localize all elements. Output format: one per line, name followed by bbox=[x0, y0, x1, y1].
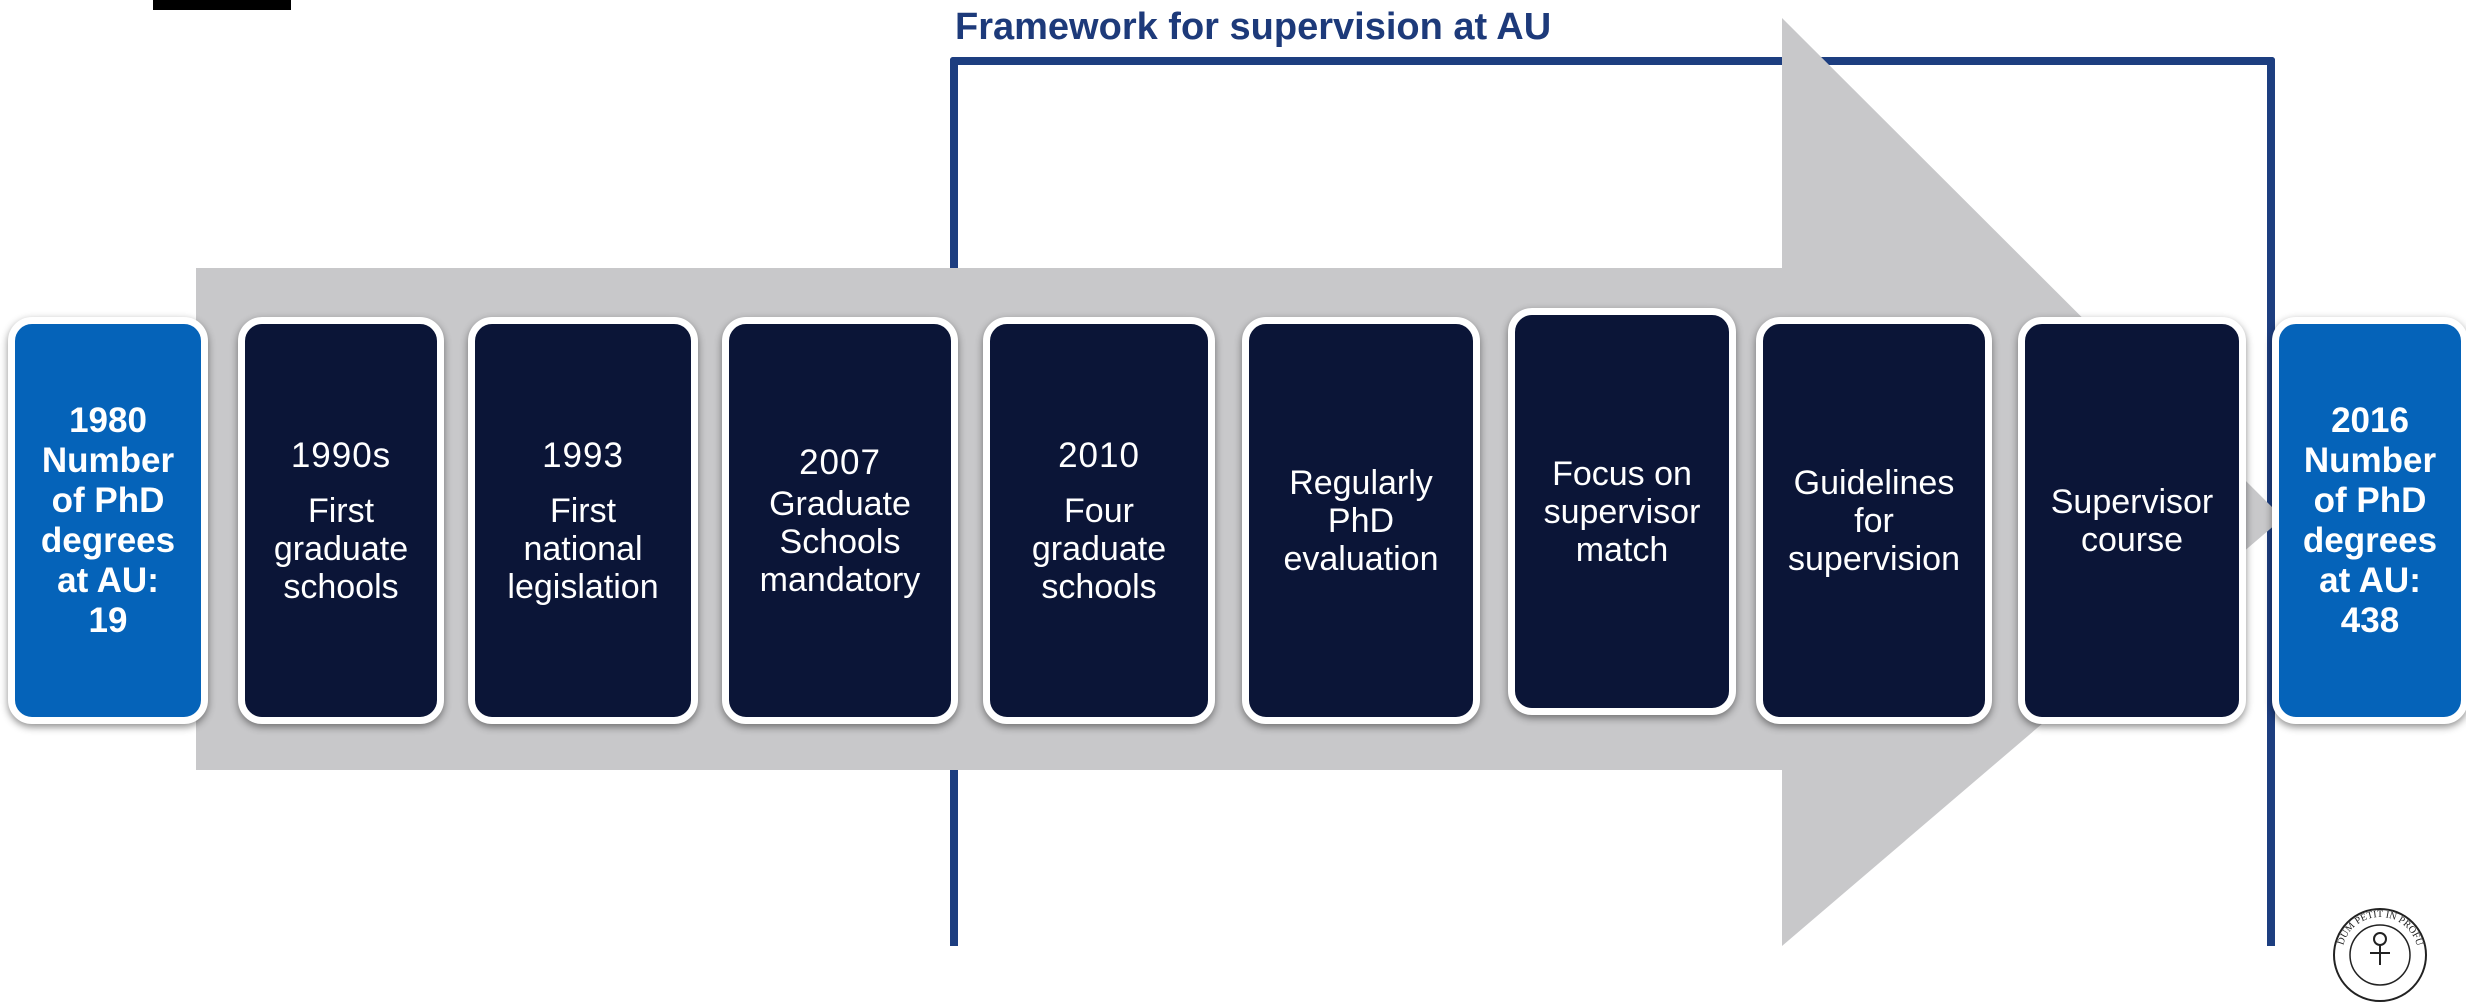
milestone-line: graduate bbox=[1031, 529, 1167, 568]
milestone-year: 1990s bbox=[290, 435, 392, 475]
start-line: Number bbox=[41, 440, 175, 480]
milestone-line: Graduate bbox=[769, 484, 911, 523]
start-box-1980: 1980 Number of PhD degrees at AU: 19 bbox=[8, 317, 208, 724]
milestone-year: 2007 bbox=[799, 442, 881, 482]
milestone-year: 2010 bbox=[1058, 435, 1140, 475]
start-line: 1980 bbox=[69, 400, 147, 440]
framework-line: match bbox=[1575, 530, 1669, 569]
framework-line: evaluation bbox=[1283, 539, 1439, 578]
framework-line: for bbox=[1854, 501, 1894, 540]
framework-item-supervisor-match: Focus on supervisor match bbox=[1508, 308, 1736, 715]
framework-item-guidelines: Guidelines for supervision bbox=[1756, 317, 1992, 724]
framework-line: Focus on bbox=[1552, 454, 1692, 493]
milestone-line: mandatory bbox=[759, 560, 921, 599]
framework-line: course bbox=[2080, 520, 2184, 559]
framework-item-evaluation: Regularly PhD evaluation bbox=[1242, 317, 1480, 724]
end-line: 2016 bbox=[2331, 400, 2409, 440]
framework-line: Supervisor bbox=[2050, 482, 2214, 521]
milestone-line: Four bbox=[1064, 491, 1134, 530]
milestone-2010: 2010 Four graduate schools bbox=[983, 317, 1215, 724]
seal-text: DUM PETIT IN PROFU bbox=[2335, 909, 2424, 948]
framework-line: Regularly bbox=[1289, 463, 1433, 502]
milestone-line: First bbox=[549, 491, 617, 530]
start-line: of PhD bbox=[51, 480, 165, 520]
end-line: of PhD bbox=[2313, 480, 2427, 520]
framework-title: Framework for supervision at AU bbox=[955, 6, 1552, 48]
milestone-1993: 1993 First national legislation bbox=[468, 317, 698, 724]
end-line: at AU: bbox=[2319, 560, 2421, 600]
framework-line: PhD bbox=[1327, 501, 1395, 540]
framework-item-supervisor-course: Supervisor course bbox=[2018, 317, 2246, 724]
milestone-line: schools bbox=[283, 567, 399, 606]
svg-text:DUM PETIT IN PROFU: DUM PETIT IN PROFU bbox=[2335, 909, 2424, 948]
milestone-line: legislation bbox=[507, 567, 659, 606]
start-line: degrees bbox=[40, 520, 176, 560]
university-seal-icon: DUM PETIT IN PROFU bbox=[2333, 908, 2427, 1002]
milestone-2007: 2007 Graduate Schools mandatory bbox=[722, 317, 958, 724]
milestone-1990s: 1990s First graduate schools bbox=[238, 317, 444, 724]
framework-line: supervision bbox=[1788, 539, 1960, 578]
start-line: at AU: bbox=[57, 560, 159, 600]
start-line: 19 bbox=[88, 600, 128, 640]
framework-line: supervisor bbox=[1543, 492, 1701, 531]
milestone-line: Schools bbox=[779, 522, 901, 561]
milestone-line: national bbox=[523, 529, 643, 568]
end-line: 438 bbox=[2340, 600, 2400, 640]
milestone-year: 1993 bbox=[542, 435, 624, 475]
black-tab bbox=[153, 0, 291, 10]
milestone-line: First bbox=[307, 491, 375, 530]
end-line: Number bbox=[2303, 440, 2437, 480]
milestone-line: schools bbox=[1041, 567, 1157, 606]
end-box-2016: 2016 Number of PhD degrees at AU: 438 bbox=[2272, 317, 2466, 724]
end-line: degrees bbox=[2302, 520, 2438, 560]
framework-line: Guidelines bbox=[1793, 463, 1955, 502]
milestone-line: graduate bbox=[273, 529, 409, 568]
